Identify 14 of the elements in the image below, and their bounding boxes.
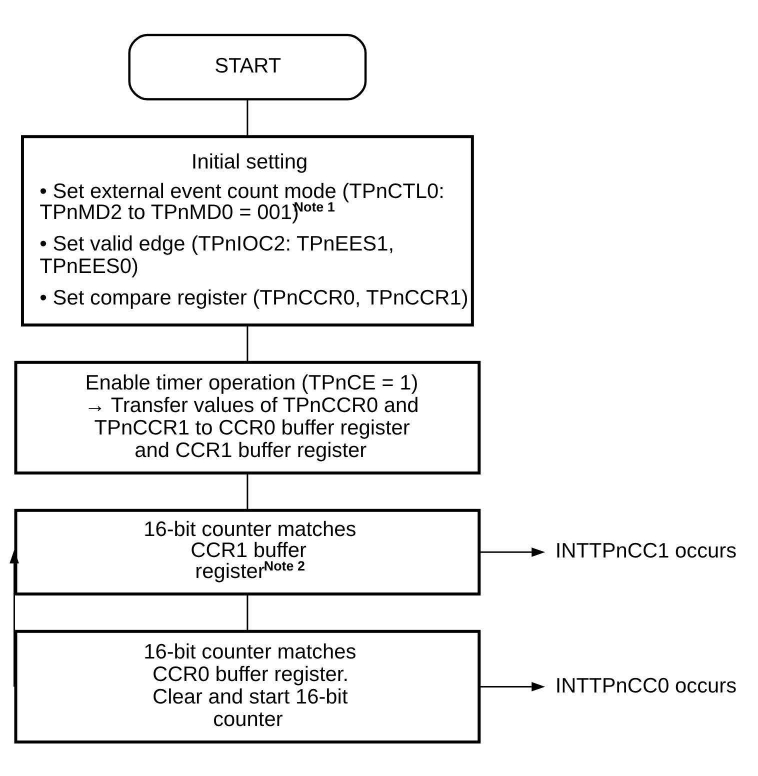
node-box: Enable timer operation (TPnCE = 1) → Transfer values of TPnCCR0 and TPnCCR1 to CCR0 buffer register and CCR1 buffer register (14, 360, 481, 474)
connector (246, 99, 248, 136)
node-box: Initial setting • Set external event count mode (TPnCTL0: TPnMD2 to TPnMD0 = 001)$^{Note 1}$ • Set valid edge (TPnIOC2: TPnEES1, TPnEES0) • Set compare register (TPnCCR0, TPnCCR1) (21, 134, 474, 326)
node-text: INTTPnCC1 occurs (555, 539, 737, 562)
arrow (480, 682, 546, 691)
arrow (10, 549, 19, 686)
connector (246, 594, 248, 631)
node-text: INTTPnCC0 occurs (555, 674, 737, 697)
connector (246, 472, 248, 510)
arrow (480, 546, 546, 556)
node-box: 16-bit counter matches CCR1 buffer register$^{Note 2}$ (14, 508, 481, 596)
node-box: 16-bit counter matches CCR0 buffer register. Clear and start 16-bit counter (14, 629, 481, 744)
connector (246, 324, 248, 362)
node-box: START (128, 33, 367, 100)
